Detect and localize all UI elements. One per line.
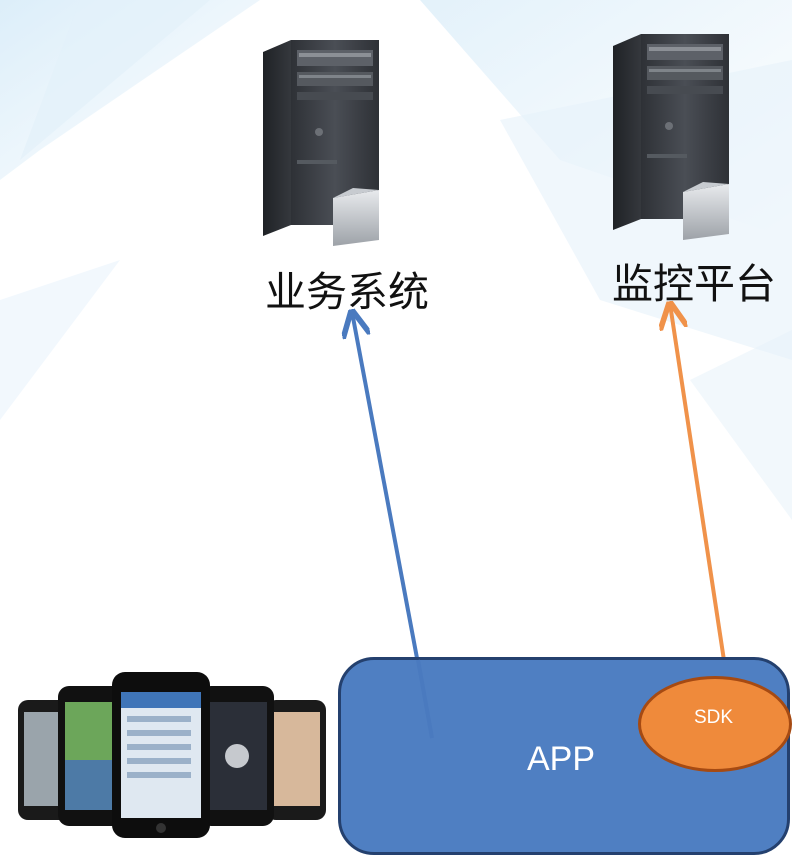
edge-sdk-to-monitor-platform <box>670 304 732 701</box>
sdk-label: SDK <box>694 707 734 728</box>
monitor-platform-label: 监控平台 <box>612 260 776 308</box>
server-tower-icon <box>613 34 729 240</box>
sdk-ellipse <box>638 676 792 772</box>
server-tower-icon <box>263 40 379 246</box>
smartphones-icon <box>18 672 326 838</box>
business-system-label: 业务系统 <box>265 268 429 316</box>
app-label: APP <box>527 740 596 778</box>
